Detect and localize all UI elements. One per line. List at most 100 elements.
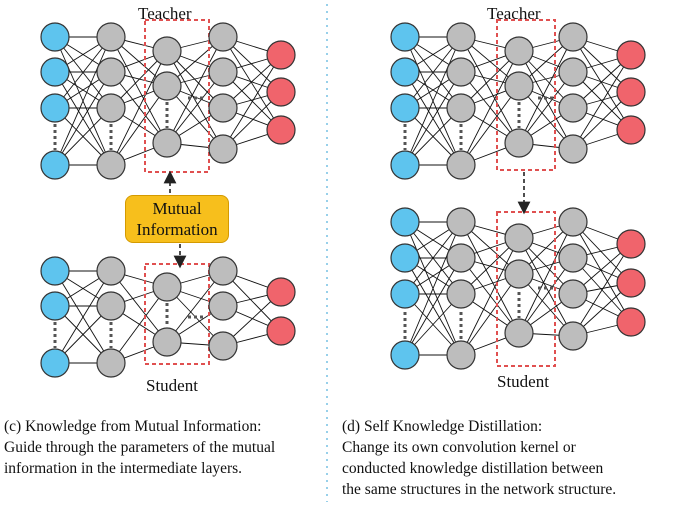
left-teacher-connection [222,36,282,131]
right-student-hidden_node-node [558,321,588,351]
right-teacher-connection [518,50,574,150]
left-teacher-hidden_node-node [152,128,182,158]
left-student-input_node-node [40,256,70,286]
right-teacher-connection [518,71,574,144]
right-student-hidden_node-node [558,279,588,309]
left-teacher-connection [222,54,282,150]
right-student-input_node-node [390,279,420,309]
left-teacher-connection [110,36,168,144]
left-student-hidden_node-node [96,348,126,378]
right-student-connection [572,243,632,337]
right-teacher-output_node-node [616,115,646,145]
left-student-input_node-node [40,291,70,321]
right-student-hidden_node-node [558,207,588,237]
left-teacher-hidden_node-node [96,22,126,52]
right-teacher-hidden_node-node [558,93,588,123]
left-teacher-label: Teacher [138,4,192,23]
left-teacher-input_node-node [40,150,70,180]
mutual-information-box [125,195,229,243]
left-student-output_node-node [266,277,296,307]
left-teacher-connection [54,71,112,166]
left-teacher-hidden_node-node [208,57,238,87]
mutual-information-label: Mutual Information [125,198,229,240]
left-student-connection [166,270,224,343]
left-student-hidden_node-node [208,291,238,321]
right-student-hidden_node-node [504,223,534,253]
right-student-connection [460,221,520,334]
right-student-connection [460,237,520,356]
left-teacher-input_node-node [40,22,70,52]
left-teacher-connection [54,36,112,109]
right-student-input_node-node [390,207,420,237]
right-teacher-hidden_node-node [446,22,476,52]
right-caption-line3: conducted knowledge distillation between [342,460,604,477]
right-teacher-hidden_node-node [504,128,534,158]
right-teacher-input_node-node [390,150,420,180]
left-student-connection [110,286,168,364]
left-teacher-connection [110,85,168,166]
left-teacher-connection [54,36,112,166]
left-teacher-input_node-node [40,93,70,123]
left-student-hidden_node-node [208,331,238,361]
right-student-hidden_node-node [504,259,534,289]
left-teacher-hidden_node-node [96,150,126,180]
left-caption-line3: information in the intermediate layers. [4,460,243,477]
right-student-output_node-node [616,229,646,259]
right-student-label: Student [497,372,549,391]
right-teacher-hidden_node-node [446,93,476,123]
right-student-connection [404,257,462,356]
left-teacher-hidden_node-node [152,71,182,101]
right-teacher-connection [404,71,462,166]
right-caption-line2: Change its own convolution kernel or [342,439,576,456]
right-teacher-connection [460,36,520,144]
right-student-hidden_node-node [446,340,476,370]
right-teacher-input_node-node [390,57,420,87]
left-teacher-connection [166,71,224,144]
right-student-connection [572,221,632,323]
right-teacher-connection [404,36,462,166]
left-student-output_node-node [266,316,296,346]
right-student-connection [518,221,574,334]
left-caption-line1: (c) Knowledge from Mutual Information: [4,418,262,435]
right-student-connection [460,273,520,356]
left-student-hidden_node-node [152,327,182,357]
right-caption: (d) Self Knowledge Distillation: Change … [342,416,616,500]
right-teacher-output_node-node [616,40,646,70]
left-teacher-input_node-node [40,57,70,87]
left-teacher-connection [166,36,224,144]
left-teacher-hidden_node-node [96,93,126,123]
left-student-hidden_node-node [208,256,238,286]
left-student-hidden_node-node [152,272,182,302]
left-student-hidden_node-node [96,256,126,286]
right-teacher-hidden_node-node [558,134,588,164]
right-teacher-input_node-node [390,93,420,123]
right-teacher-hidden_node-node [446,150,476,180]
right-teacher-connection [404,36,462,109]
right-teacher-hidden_node-node [558,57,588,87]
left-teacher-connection [166,50,224,150]
left-caption: (c) Knowledge from Mutual Information: G… [4,416,275,479]
right-teacher-hidden_node-node [558,22,588,52]
right-student-connection [404,221,462,295]
left-teacher-hidden_node-node [208,93,238,123]
right-teacher-connection [460,85,520,166]
right-teacher-connection [572,36,632,131]
left-teacher-output_node-node [266,115,296,145]
right-teacher-connection [518,36,574,144]
right-teacher-hidden_node-node [504,71,534,101]
right-teacher-input_node-node [390,22,420,52]
left-student-label: Student [146,376,198,395]
left-teacher-output_node-node [266,40,296,70]
right-student-connection [404,221,462,356]
right-teacher-output_node-node [616,77,646,107]
right-teacher-connection [572,54,632,150]
left-student-hidden_node-node [96,291,126,321]
left-caption-line2: Guide through the parameters of the mutu… [4,439,276,456]
right-student-input_node-node [390,243,420,273]
left-teacher-output_node-node [266,77,296,107]
mutual-information-line2: Information [136,220,218,239]
right-caption-line4: the same structures in the network struc… [342,481,617,498]
right-student-output_node-node [616,268,646,298]
right-student-output_node-node [616,307,646,337]
